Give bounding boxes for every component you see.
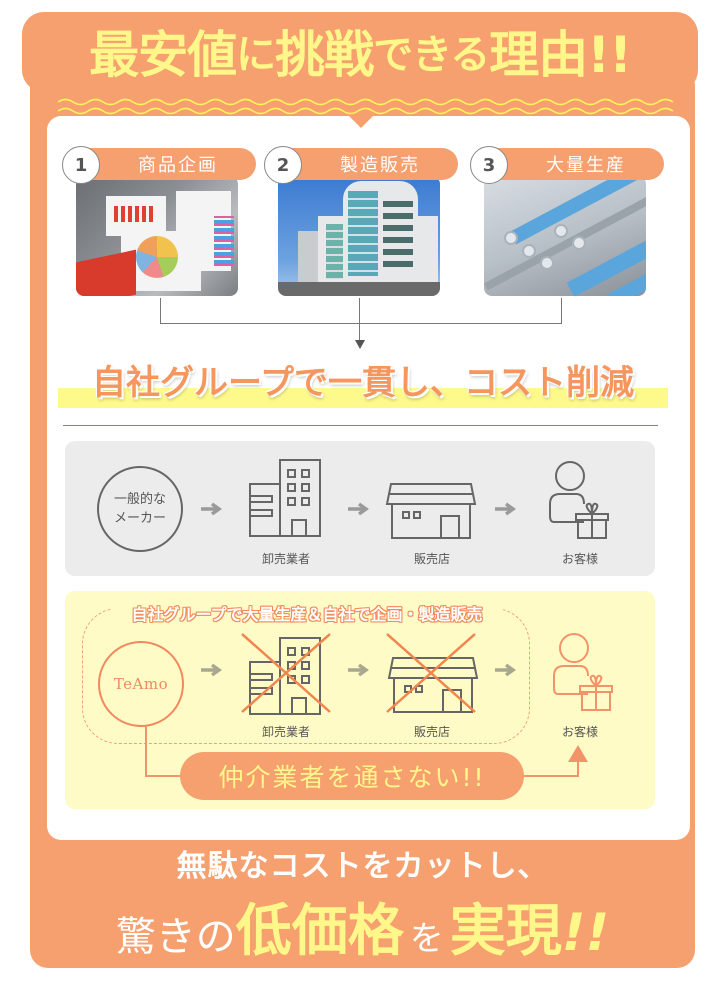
node-label: 販売店	[413, 552, 450, 566]
teamo-brand-logo: TeAmo	[98, 641, 184, 727]
step-card-planning: 商品企画 1	[62, 146, 256, 298]
step-number-badge: 1	[62, 146, 100, 184]
business-meeting-photo	[76, 176, 238, 296]
bypass-line	[520, 775, 579, 777]
message-part: 驚きの	[115, 914, 236, 960]
title-part: 最安値	[89, 26, 237, 84]
divider	[63, 425, 658, 426]
step-card-mass-production: 大量生産 3	[470, 146, 664, 298]
message-part: を	[409, 919, 444, 959]
node-label: お客様	[561, 725, 598, 739]
maker-label: 一般的な	[113, 491, 166, 507]
pie-chart-graphic	[136, 236, 178, 278]
wavy-line-decoration	[58, 107, 674, 115]
arrow-right-icon	[495, 663, 516, 677]
bottom-message-line2: 驚きの 低価格 を 実現 !!	[30, 886, 695, 964]
maker-label: メーカー	[113, 511, 166, 526]
title-part: できる	[373, 32, 490, 78]
connector-line	[561, 298, 562, 323]
message-emphasis: 実現	[449, 899, 562, 964]
step-card-manufacturing: 製造販売 2	[264, 146, 458, 298]
panel-notch	[349, 116, 373, 128]
store-crossed-icon	[386, 633, 479, 713]
title-banner	[22, 12, 698, 92]
office-building-crossed-icon	[241, 633, 331, 715]
arrow-right-icon	[495, 502, 516, 516]
headline: 自社グループで一貫し、コスト削減	[92, 362, 634, 403]
node-label: 卸売業者	[261, 725, 310, 739]
store-icon	[385, 483, 477, 539]
message-emphasis: 低価格	[235, 899, 404, 964]
office-building-photo	[278, 176, 440, 296]
page-title: 最安値に挑戦できる理由!!	[30, 20, 690, 84]
step-number-badge: 2	[264, 146, 302, 184]
node-label: お客様	[561, 552, 598, 566]
customer-gift-icon	[549, 461, 609, 539]
customer-gift-icon	[553, 633, 613, 711]
wavy-line-decoration	[58, 98, 674, 106]
step-number-badge: 3	[470, 146, 508, 184]
bypass-line	[145, 775, 185, 777]
message-emphasis: !!	[561, 903, 610, 963]
bypass-line	[145, 726, 147, 777]
no-middleman-pill: 仲介業者を通さない!!	[180, 752, 524, 800]
title-part: に	[236, 32, 276, 78]
arrow-right-icon	[348, 502, 369, 516]
arrow-right-icon	[348, 663, 369, 677]
node-label: 卸売業者	[261, 552, 310, 566]
step-label: 商品企画	[86, 148, 256, 180]
office-building-icon	[249, 459, 321, 537]
node-label: 販売店	[413, 725, 450, 739]
connector-line	[359, 298, 360, 342]
arrow-right-icon	[201, 502, 222, 516]
in-house-subtitle: 自社グループで大量生産＆自社で企画・製造販売	[112, 601, 502, 625]
highlight-stripe	[58, 388, 668, 408]
arrow-up-icon	[568, 745, 588, 762]
title-part: 理由!!	[489, 26, 632, 84]
connector-line	[160, 298, 161, 323]
contact-lens-factory-photo	[484, 176, 646, 296]
step-label: 大量生産	[494, 148, 664, 180]
general-maker-circle: 一般的な メーカー	[97, 466, 183, 552]
bottom-message-line1: 無駄なコストをカットし、	[176, 849, 549, 884]
step-label: 製造販売	[288, 148, 458, 180]
connector-line	[160, 323, 562, 324]
arrow-right-icon	[201, 663, 222, 677]
bypass-line	[577, 760, 579, 777]
title-part: 挑戦	[275, 26, 374, 84]
arrow-down-icon	[355, 340, 365, 349]
